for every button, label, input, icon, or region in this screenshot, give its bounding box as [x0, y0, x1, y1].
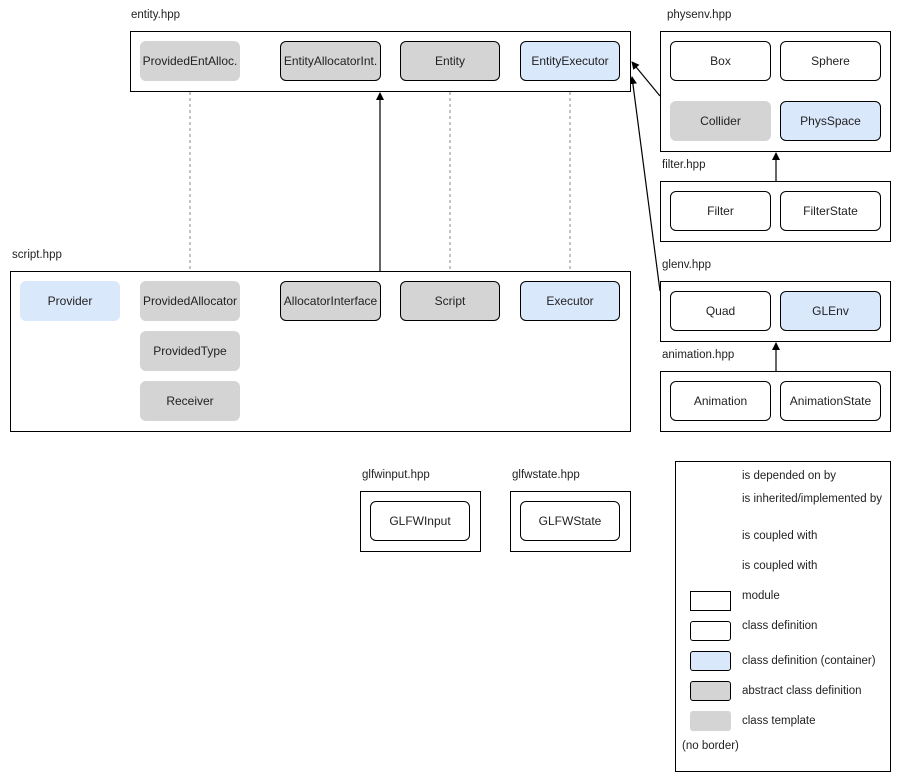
- legend-swatch-module: [690, 591, 731, 611]
- class-animationstate[interactable]: AnimationState: [780, 381, 881, 421]
- module-label-entity: entity.hpp: [131, 9, 181, 21]
- class-entity[interactable]: Entity: [400, 41, 500, 81]
- class-quad[interactable]: Quad: [670, 291, 771, 331]
- class-filter[interactable]: Filter: [670, 191, 771, 231]
- class-animation[interactable]: Animation: [670, 381, 771, 421]
- module-label-physenv: physenv.hpp: [667, 9, 732, 21]
- class-entity-allocator-int[interactable]: EntityAllocatorInt.: [280, 41, 381, 81]
- class-provided-type[interactable]: ProvidedType: [140, 331, 240, 371]
- class-glfwstate[interactable]: GLFWState: [520, 501, 620, 541]
- class-sphere[interactable]: Sphere: [780, 41, 881, 81]
- class-allocator-interface[interactable]: AllocatorInterface: [280, 281, 381, 321]
- class-filterstate[interactable]: FilterState: [780, 191, 881, 231]
- class-provider[interactable]: Provider: [20, 281, 120, 321]
- legend-template-text: class template: [742, 715, 816, 727]
- class-glfwinput[interactable]: GLFWInput: [370, 501, 470, 541]
- class-glenv[interactable]: GLEnv: [780, 291, 881, 331]
- module-label-glenv: glenv.hpp: [662, 259, 712, 271]
- class-physspace[interactable]: PhysSpace: [780, 101, 881, 141]
- legend-swatch-class: [690, 621, 731, 641]
- legend-swatch-abstract: [690, 681, 731, 701]
- legend-swatch-container: [690, 651, 731, 671]
- module-label-filter: filter.hpp: [662, 159, 706, 171]
- legend-container-text: class definition (container): [742, 655, 876, 667]
- legend-coupled-text-2: is coupled with: [742, 560, 818, 572]
- legend-coupled-text-1: is coupled with: [742, 530, 818, 542]
- class-receiver[interactable]: Receiver: [140, 381, 240, 421]
- legend-abstract-text: abstract class definition: [742, 685, 862, 697]
- class-collider[interactable]: Collider: [670, 101, 771, 141]
- legend-swatch-template: [690, 711, 731, 731]
- module-label-script: script.hpp: [12, 249, 62, 261]
- legend-depended-text: is depended on by: [742, 470, 836, 482]
- class-provided-allocator[interactable]: ProvidedAllocator: [140, 281, 240, 321]
- module-label-animation: animation.hpp: [662, 349, 735, 361]
- class-script[interactable]: Script: [400, 281, 500, 321]
- dep-glenv-to-entity-module: [628, 76, 661, 292]
- class-entity-executor[interactable]: EntityExecutor: [520, 41, 620, 81]
- legend-module-text: module: [742, 590, 780, 602]
- legend-no-border-text: (no border): [682, 740, 739, 752]
- module-label-glfwstate: glfwstate.hpp: [512, 469, 580, 481]
- class-provided-ent-alloc[interactable]: ProvidedEntAlloc.: [140, 41, 240, 81]
- class-executor[interactable]: Executor: [520, 281, 620, 321]
- module-label-glfwinput: glfwinput.hpp: [362, 469, 430, 481]
- legend-inherited-text: is inherited/implemented by: [742, 493, 882, 505]
- legend-class-text: class definition: [742, 620, 818, 632]
- dep-physenv-to-entity-module: [631, 61, 661, 97]
- class-box[interactable]: Box: [670, 41, 771, 81]
